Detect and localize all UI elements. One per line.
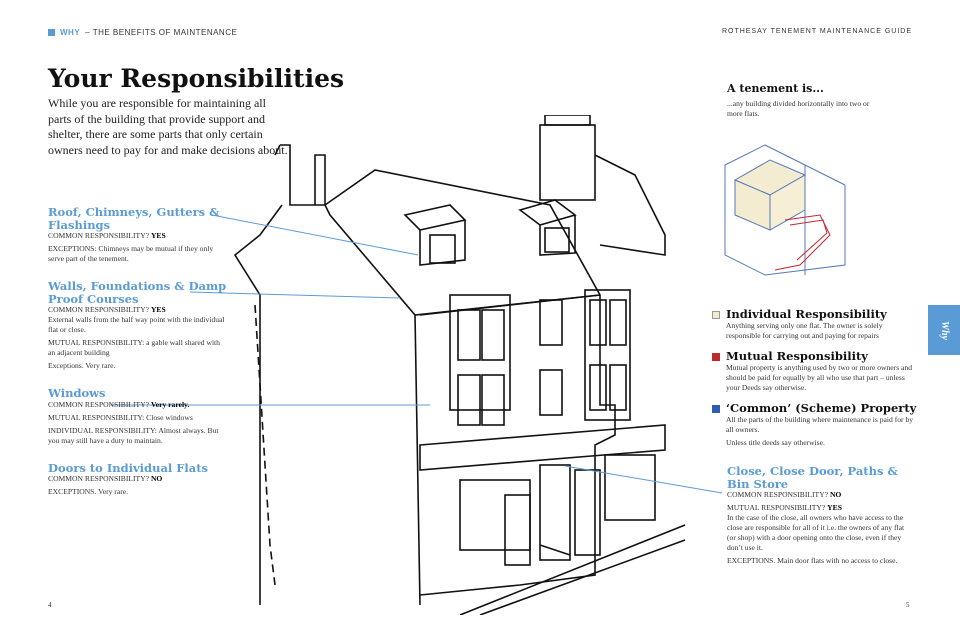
guide-title: ROTHESAY TENEMENT MAINTENANCE GUIDE (721, 28, 912, 35)
legend-mutual: Mutual Responsibility Mutual property is… (712, 350, 917, 393)
legend-text: Unless title deeds say otherwise. (726, 438, 825, 447)
section-roof: Roof, Chimneys, Gutters & Flashings COMM… (48, 206, 228, 264)
tenement-cutaway-diagram (724, 144, 846, 276)
section-text: MUTUAL RESPONSIBILITY: a gable wall shar… (48, 338, 220, 357)
legend-common: ‘Common’ (Scheme) Property All the parts… (712, 402, 917, 448)
page-number-left: 4 (48, 601, 52, 609)
individual-color-swatch (712, 310, 720, 319)
right-sections-column: Individual Responsibility Anything servi… (712, 308, 917, 566)
why-tab[interactable]: Why (928, 305, 960, 355)
legend-title: ‘Common’ (Scheme) Property (726, 401, 917, 415)
answer: Very rarely. (150, 399, 190, 409)
legend-title: Individual Responsibility (726, 307, 887, 321)
left-sections-column: Roof, Chimneys, Gutters & Flashings COMM… (48, 206, 228, 497)
section-title: Close, Close Door, Paths & Bin Store (727, 464, 898, 491)
section-title: Windows (48, 386, 106, 400)
question: COMMON RESPONSIBILITY? (48, 399, 150, 409)
page-title: Your Responsibilities (48, 64, 345, 93)
legend-text: Anything serving only one flat. The owne… (726, 321, 883, 340)
question: COMMON RESPONSIBILITY? (48, 231, 150, 240)
definition-title: A tenement is... (727, 82, 824, 95)
question: COMMON RESPONSIBILITY? (48, 474, 150, 483)
section-subtitle: – THE BENEFITS OF MAINTENANCE (85, 28, 238, 37)
answer: NO (150, 474, 163, 483)
legend-text: Mutual property is anything used by two … (726, 363, 913, 392)
section-title: Walls, Foundations & Damp Proof Courses (48, 279, 227, 306)
question: COMMON RESPONSIBILITY? (727, 490, 829, 499)
page-number-right: 5 (906, 601, 910, 609)
tenement-building-illustration (233, 115, 686, 615)
section-marker-icon (48, 29, 55, 36)
section-title: Doors to Individual Flats (48, 460, 209, 475)
mutual-color-swatch (712, 352, 720, 361)
section-name: WHY (60, 28, 81, 37)
section-text: External walls from the half way point w… (48, 315, 225, 334)
section-windows: Windows COMMON RESPONSIBILITY? Very rare… (48, 387, 228, 446)
section-text: Exceptions. Very rare. (48, 361, 116, 370)
question: COMMON RESPONSIBILITY? (48, 305, 150, 314)
section-doors: Doors to Individual Flats COMMON RESPONS… (48, 460, 228, 498)
section-text: EXCEPTIONS. Very rare. (48, 487, 129, 496)
question: MUTUAL RESPONSIBILITY? (727, 503, 826, 512)
answer: YES (150, 231, 166, 240)
answer: YES (150, 305, 166, 314)
section-text: EXCEPTIONS: Chimneys may be mutual if th… (48, 244, 214, 263)
answer: NO (829, 490, 842, 499)
section-text: MUTUAL RESPONSIBILITY: Close windows (48, 412, 193, 422)
definition-text: ...any building divided horizontally int… (727, 98, 870, 118)
section-header: WHY – THE BENEFITS OF MAINTENANCE (48, 28, 237, 37)
tab-label: Why (938, 320, 950, 340)
legend-title: Mutual Responsibility (726, 349, 868, 363)
section-text: In the case of the close, all owners who… (727, 513, 905, 552)
section-title: Roof, Chimneys, Gutters & Flashings (48, 205, 220, 232)
section-text: EXCEPTIONS. Main door flats with no acce… (727, 556, 898, 565)
intro-text: While you are responsible for maintainin… (48, 96, 288, 157)
legend-individual: Individual Responsibility Anything servi… (712, 308, 917, 341)
answer: YES (827, 503, 842, 512)
tenement-definition: A tenement is... ...any building divided… (727, 82, 877, 119)
section-close: Close, Close Door, Paths & Bin Store COM… (727, 465, 912, 566)
legend-text: All the parts of the building where main… (726, 415, 914, 434)
common-color-swatch (712, 404, 720, 413)
section-text: INDIVIDUAL RESPONSIBILITY: Almost always… (48, 425, 219, 445)
section-walls: Walls, Foundations & Damp Proof Courses … (48, 280, 228, 371)
